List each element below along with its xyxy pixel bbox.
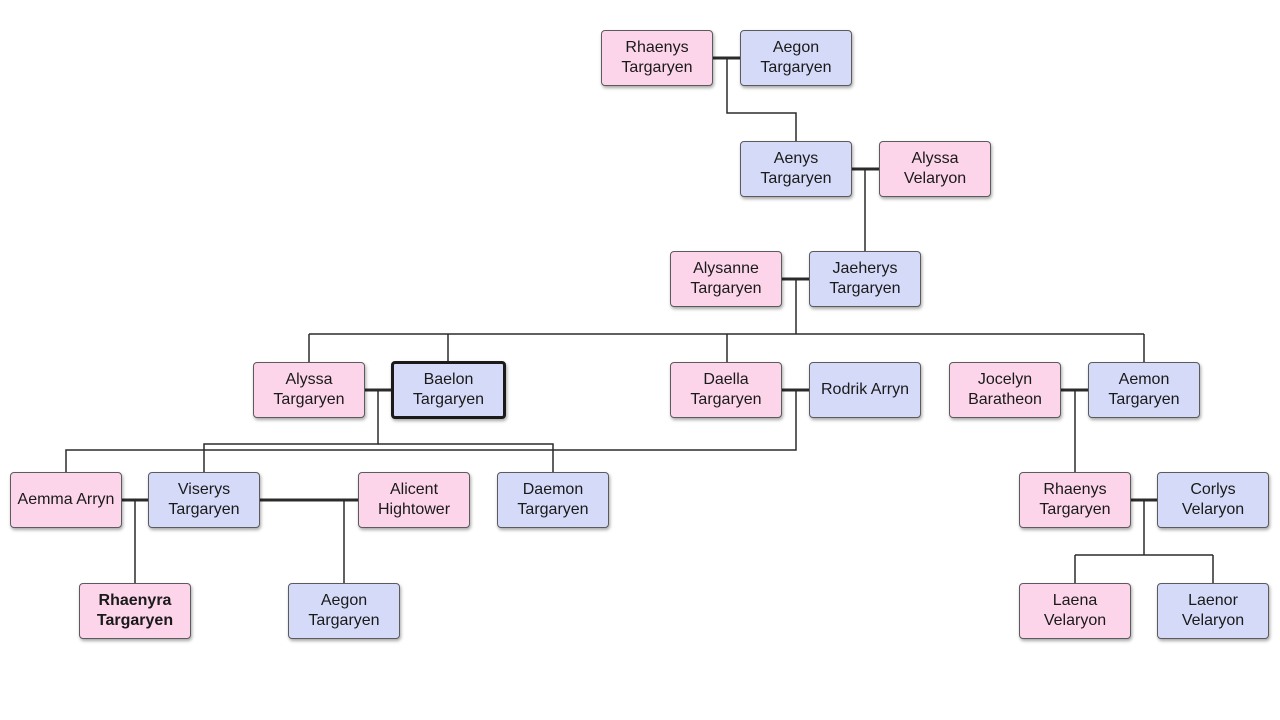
person-name: Aegon Targaryen [760, 39, 832, 76]
person-node-daella-targaryen[interactable]: Daella Targaryen [670, 362, 782, 418]
person-node-aegon-targaryen[interactable]: Aegon Targaryen [740, 30, 852, 86]
descent-line [203, 390, 379, 472]
person-name: Alicent Hightower [377, 481, 451, 518]
person-name: Alyssa Targaryen [273, 371, 345, 408]
person-node-aenys-targaryen[interactable]: Aenys Targaryen [740, 141, 852, 197]
person-node-alyssa-velaryon[interactable]: Alyssa Velaryon [879, 141, 991, 197]
person-name: Daella Targaryen [690, 371, 762, 408]
person-name: Rodrik Arryn [820, 381, 910, 398]
person-name: Daemon Targaryen [517, 481, 589, 518]
person-name: Laenor Velaryon [1181, 592, 1245, 629]
person-node-rhaenys-targaryen-2[interactable]: Rhaenys Targaryen [1019, 472, 1131, 528]
descent-line [65, 390, 797, 472]
descent-line [726, 58, 797, 141]
person-name: Corlys Velaryon [1181, 481, 1245, 518]
person-name: Baelon Targaryen [412, 371, 485, 408]
person-node-alysanne-targaryen[interactable]: Alysanne Targaryen [670, 251, 782, 307]
person-name: Alyssa Velaryon [903, 150, 967, 187]
person-node-aegon-targaryen-2[interactable]: Aegon Targaryen [288, 583, 400, 639]
person-name: Alysanne Targaryen [690, 260, 762, 297]
person-node-rodrik-arryn[interactable]: Rodrik Arryn [809, 362, 921, 418]
person-node-rhaenys-targaryen[interactable]: Rhaenys Targaryen [601, 30, 713, 86]
person-name: Jocelyn Baratheon [968, 371, 1042, 408]
person-node-rhaenyra-targaryen[interactable]: Rhaenyra Targaryen [79, 583, 191, 639]
person-node-daemon-targaryen[interactable]: Daemon Targaryen [497, 472, 609, 528]
person-name: Rhaenyra Targaryen [96, 592, 174, 629]
descent-line [378, 443, 554, 472]
person-node-alicent-hightower[interactable]: Alicent Hightower [358, 472, 470, 528]
person-name: Jaeherys Targaryen [829, 260, 901, 297]
person-name: Aemon Targaryen [1108, 371, 1180, 408]
person-name: Rhaenys Targaryen [1039, 481, 1111, 518]
person-node-aemma-arryn[interactable]: Aemma Arryn [10, 472, 122, 528]
person-name: Rhaenys Targaryen [621, 39, 693, 76]
person-node-laena-velaryon[interactable]: Laena Velaryon [1019, 583, 1131, 639]
person-node-baelon-targaryen[interactable]: Baelon Targaryen [391, 361, 506, 419]
person-name: Laena Velaryon [1043, 592, 1107, 629]
person-name: Aegon Targaryen [308, 592, 380, 629]
person-node-corlys-velaryon[interactable]: Corlys Velaryon [1157, 472, 1269, 528]
person-node-aemon-targaryen[interactable]: Aemon Targaryen [1088, 362, 1200, 418]
person-node-jocelyn-baratheon[interactable]: Jocelyn Baratheon [949, 362, 1061, 418]
person-node-viserys-targaryen[interactable]: Viserys Targaryen [148, 472, 260, 528]
person-name: Viserys Targaryen [168, 481, 240, 518]
person-name: Aemma Arryn [17, 491, 115, 508]
person-node-laenor-velaryon[interactable]: Laenor Velaryon [1157, 583, 1269, 639]
person-node-alyssa-targaryen[interactable]: Alyssa Targaryen [253, 362, 365, 418]
person-node-jaeherys-targaryen[interactable]: Jaeherys Targaryen [809, 251, 921, 307]
person-name: Aenys Targaryen [760, 150, 832, 187]
